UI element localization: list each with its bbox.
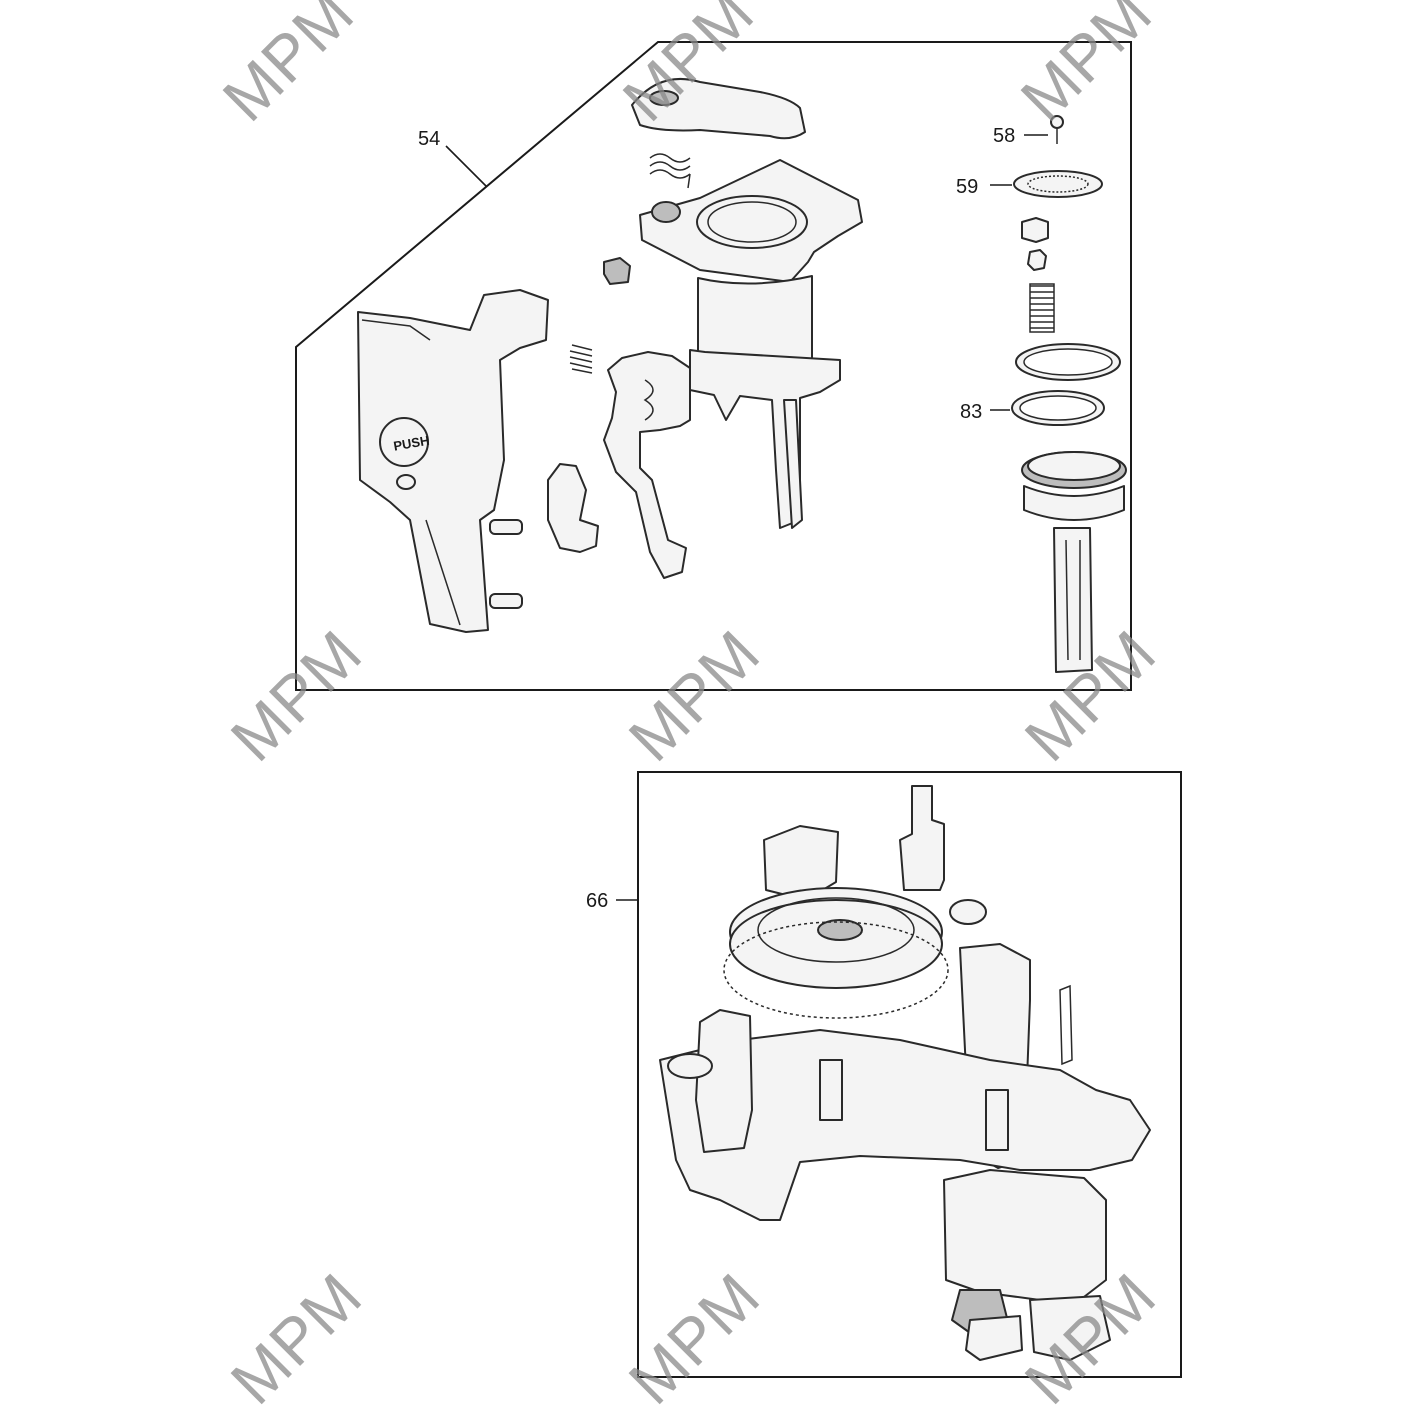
watermark-7: MPM xyxy=(217,1259,376,1418)
callout-54: 54 xyxy=(418,128,440,150)
assembly-66-frame: 66 xyxy=(586,771,1182,1378)
callout-66: 66 xyxy=(586,890,608,912)
brew-cylinder xyxy=(639,159,863,529)
callout-83: 83 xyxy=(960,401,982,423)
watermark-1: MPM xyxy=(209,0,368,135)
callout-59: 59 xyxy=(956,176,978,198)
callout-58: 58 xyxy=(993,125,1015,147)
screw-58: 58 xyxy=(993,115,1064,147)
compression-spring-small xyxy=(569,344,593,374)
watermark-3: MPM xyxy=(1007,0,1166,135)
clip-piece xyxy=(547,463,599,553)
push-cover: PUSH xyxy=(357,289,549,633)
o-ring-upper xyxy=(1015,343,1121,381)
filter-disc-59: 59 xyxy=(956,170,1103,198)
grinder-assembly xyxy=(659,785,1151,1361)
valve-spring xyxy=(1029,283,1055,333)
push-label: PUSH xyxy=(392,433,430,454)
small-pin-part xyxy=(603,257,631,285)
lever-arm xyxy=(603,351,691,579)
piston-valve xyxy=(1021,451,1127,673)
watermark-5: MPM xyxy=(615,616,774,775)
top-arc-clip xyxy=(631,78,806,140)
torsion-spring xyxy=(649,153,691,189)
assembly-54-frame: 54 xyxy=(295,41,1132,691)
o-ring-83: 83 xyxy=(960,390,1105,426)
valve-nut xyxy=(1021,217,1049,271)
